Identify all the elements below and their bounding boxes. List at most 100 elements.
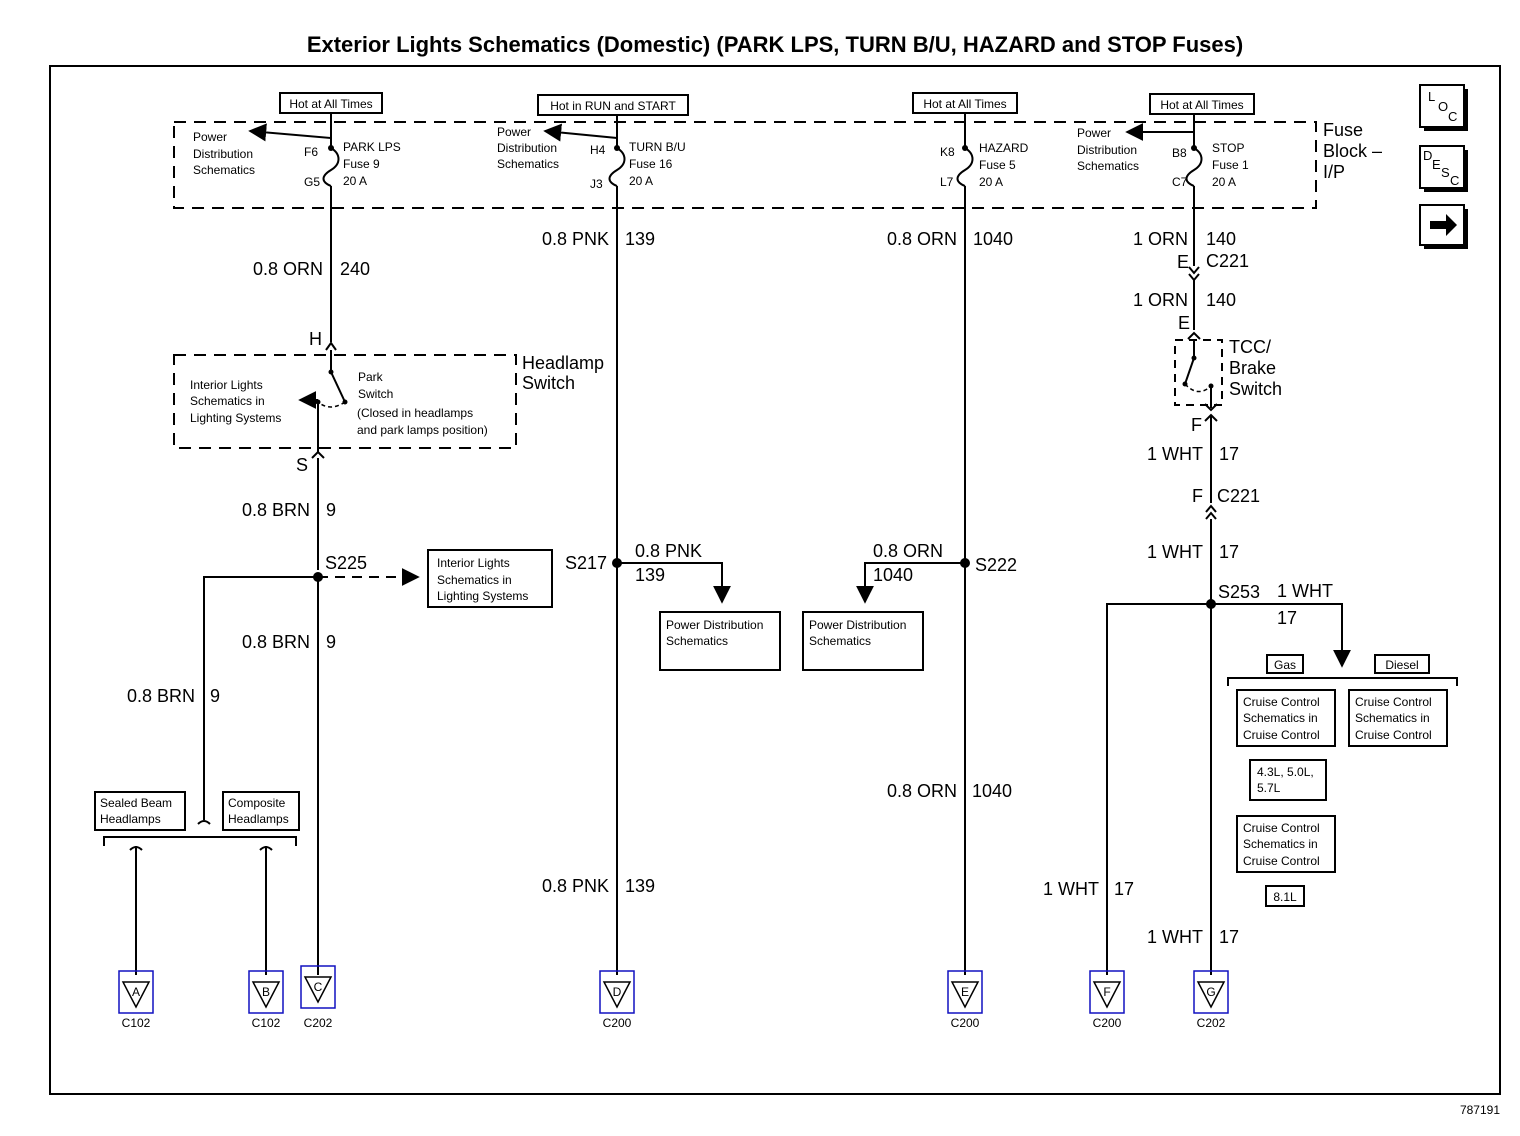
svg-text:S: S	[296, 455, 308, 475]
svg-text:Schematics: Schematics	[497, 157, 559, 171]
connector-c221-top: E C221	[1177, 251, 1249, 282]
svg-text:E: E	[1177, 252, 1189, 272]
svg-text:Distribution: Distribution	[497, 141, 557, 155]
connector-name: C200	[603, 1016, 632, 1030]
splice-s253-label: S253	[1218, 582, 1260, 602]
svg-text:139: 139	[625, 876, 655, 896]
svg-text:C221: C221	[1217, 486, 1260, 506]
hot-label-turn: Hot in RUN and START	[537, 94, 689, 116]
svg-text:0.8 ORN: 0.8 ORN	[887, 229, 957, 249]
connector-letter: D	[613, 985, 622, 999]
svg-text:0.8 BRN: 0.8 BRN	[242, 632, 310, 652]
svg-text:B8: B8	[1172, 146, 1187, 160]
desc-button[interactable]: D E S C	[1419, 145, 1468, 192]
svg-text:20 A: 20 A	[979, 175, 1003, 189]
svg-text:Composite: Composite	[228, 796, 286, 810]
svg-text:9: 9	[326, 632, 336, 652]
ref-power-distribution-2: Power Distribution Schematics	[802, 611, 924, 671]
svg-text:L: L	[1428, 89, 1435, 104]
svg-text:Cruise Control: Cruise Control	[1243, 728, 1320, 742]
svg-text:1 WHT: 1 WHT	[1147, 444, 1203, 464]
svg-text:(Closed in headlamps: (Closed in headlamps	[357, 406, 473, 420]
svg-text:0.8 PNK: 0.8 PNK	[542, 229, 609, 249]
svg-text:HAZARD: HAZARD	[979, 141, 1029, 155]
svg-text:C: C	[1448, 109, 1457, 124]
headlamp-switch: H S Interior Lights Schematics in Lighti…	[173, 329, 604, 570]
svg-text:F6: F6	[304, 145, 318, 159]
svg-text:1 ORN: 1 ORN	[1133, 290, 1188, 310]
connector-name: C200	[951, 1016, 980, 1030]
svg-text:F: F	[1192, 486, 1203, 506]
svg-text:Hot at All Times: Hot at All Times	[1160, 98, 1243, 112]
fuse-park-lps: F6 G5 PARK LPS Fuse 9 20 A Power Distrib…	[193, 123, 401, 189]
svg-text:I/P: I/P	[1323, 162, 1345, 182]
arrow-right-icon	[1430, 214, 1457, 236]
svg-text:Headlamps: Headlamps	[100, 812, 161, 826]
svg-text:1 WHT: 1 WHT	[1043, 879, 1099, 899]
diagram-frame	[49, 65, 1501, 1095]
svg-text:K8: K8	[940, 145, 955, 159]
svg-text:0.8 PNK: 0.8 PNK	[542, 876, 609, 896]
svg-text:Power: Power	[497, 125, 531, 139]
hot-label-stop: Hot at All Times	[1149, 93, 1255, 115]
svg-text:Brake: Brake	[1229, 358, 1276, 378]
svg-text:17: 17	[1219, 927, 1239, 947]
svg-text:20 A: 20 A	[629, 174, 653, 188]
svg-text:TURN B/U: TURN B/U	[629, 140, 686, 154]
connector-letter: B	[262, 985, 270, 999]
svg-text:Block –: Block –	[1323, 141, 1382, 161]
svg-text:G5: G5	[304, 175, 320, 189]
svg-text:5.7L: 5.7L	[1257, 781, 1281, 795]
svg-text:PARK LPS: PARK LPS	[343, 140, 401, 154]
svg-text:H: H	[309, 329, 322, 349]
ref-composite-headlamps: Composite Headlamps	[222, 791, 300, 831]
svg-text:0.8 ORN: 0.8 ORN	[253, 259, 323, 279]
svg-text:Schematics in: Schematics in	[1243, 837, 1318, 851]
connector-name: C202	[1197, 1016, 1226, 1030]
fuse-stop: B8 C7 STOP Fuse 1 20 A Power Distributio…	[1077, 123, 1249, 189]
svg-text:E: E	[1432, 157, 1441, 172]
svg-text:Distribution: Distribution	[193, 147, 253, 161]
splice-s222-label: S222	[975, 555, 1017, 575]
connector-d[interactable]: D C200	[599, 970, 635, 1030]
svg-text:C: C	[1450, 173, 1459, 188]
svg-text:Schematics: Schematics	[1077, 159, 1139, 173]
svg-text:TCC/: TCC/	[1229, 337, 1271, 357]
svg-text:Cruise Control: Cruise Control	[1355, 695, 1432, 709]
connector-name: C200	[1093, 1016, 1122, 1030]
svg-text:Headlamps: Headlamps	[228, 812, 289, 826]
svg-text:Park: Park	[358, 370, 384, 384]
svg-text:Schematics in: Schematics in	[1243, 711, 1318, 725]
ref-sealed-beam-headlamps: Sealed Beam Headlamps	[94, 791, 186, 831]
svg-text:1040: 1040	[873, 565, 913, 585]
hot-label-hazard: Hot at All Times	[912, 92, 1018, 114]
svg-text:Cruise Control: Cruise Control	[1243, 854, 1320, 868]
svg-text:Fuse 16: Fuse 16	[629, 157, 673, 171]
svg-text:8.1L: 8.1L	[1273, 890, 1297, 904]
svg-text:9: 9	[210, 686, 220, 706]
svg-text:Schematics in: Schematics in	[1355, 711, 1430, 725]
svg-text:Switch: Switch	[522, 373, 575, 393]
svg-text:Cruise Control: Cruise Control	[1355, 728, 1432, 742]
svg-text:1 WHT: 1 WHT	[1147, 542, 1203, 562]
svg-text:Lighting Systems: Lighting Systems	[437, 589, 528, 603]
svg-text:Schematics: Schematics	[193, 163, 255, 177]
svg-text:139: 139	[635, 565, 665, 585]
next-page-button[interactable]	[1419, 204, 1468, 249]
tcc-brake-switch: E F TCC/ Brake Switch	[1174, 313, 1282, 435]
ref-cruise-control-gas: Cruise Control Schematics in Cruise Cont…	[1236, 689, 1336, 747]
svg-text:140: 140	[1206, 229, 1236, 249]
loc-button[interactable]: L O C	[1419, 84, 1468, 131]
fuse-block-label: Fuse Block – I/P	[1323, 120, 1382, 182]
connector-c221-bottom: F C221	[1192, 486, 1260, 520]
svg-text:Power Distribution: Power Distribution	[666, 618, 763, 632]
svg-text:Sealed Beam: Sealed Beam	[100, 796, 172, 810]
option-gas-label: Gas	[1266, 654, 1304, 674]
